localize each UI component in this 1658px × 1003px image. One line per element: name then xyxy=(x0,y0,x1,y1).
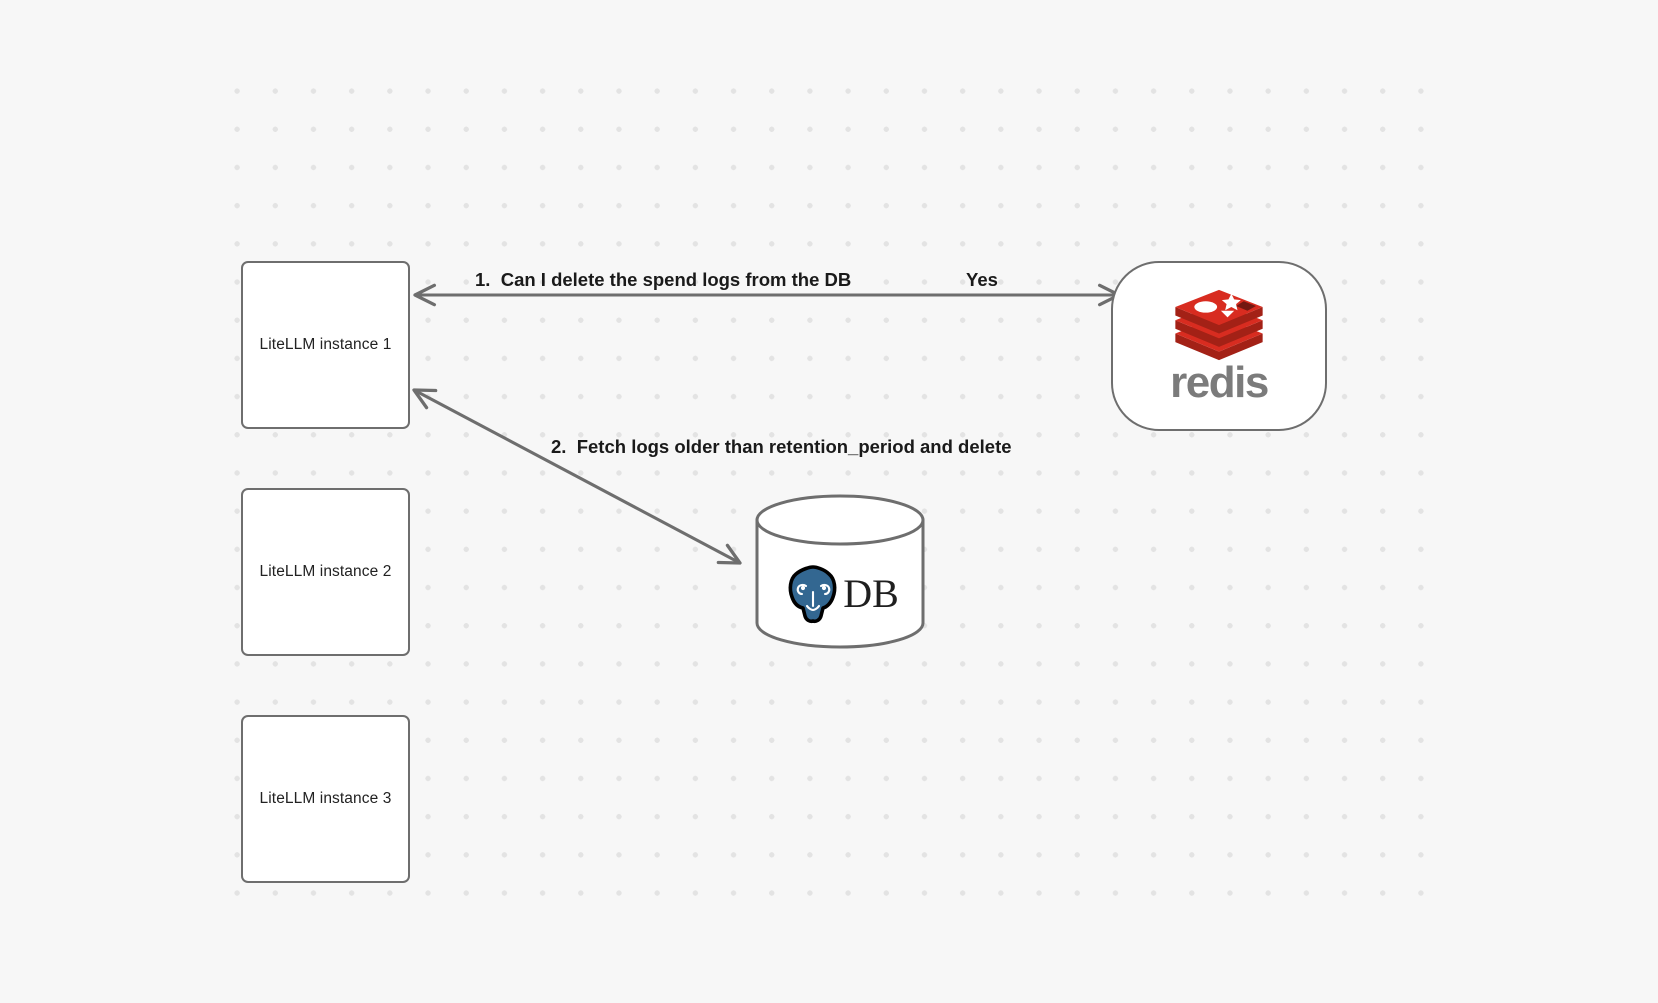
node-litellm-instance-1[interactable]: LiteLLM instance 1 xyxy=(241,261,410,429)
node-redis[interactable]: redis xyxy=(1111,261,1327,431)
redis-logo-icon xyxy=(1175,290,1263,361)
edge-instance1-db xyxy=(412,388,742,565)
node-litellm-instance-2[interactable]: LiteLLM instance 2 xyxy=(241,488,410,656)
node-label-instance-1: LiteLLM instance 1 xyxy=(259,336,392,353)
postgresql-elephant-icon xyxy=(788,564,837,623)
cylinder-shape-icon xyxy=(755,494,925,649)
node-label-instance-2: LiteLLM instance 2 xyxy=(259,563,392,580)
node-litellm-instance-3[interactable]: LiteLLM instance 3 xyxy=(241,715,410,883)
db-label: DB xyxy=(843,571,899,616)
redis-wordmark: redis xyxy=(1170,358,1269,408)
edge-label-1: 1. Can I delete the spend logs from the … xyxy=(475,269,852,290)
edge-label-2: 2. Fetch logs older than retention_perio… xyxy=(551,436,1012,457)
db-content: DB xyxy=(754,494,926,649)
edge-label-1-answer: Yes xyxy=(966,269,998,290)
node-db[interactable]: DB xyxy=(754,494,926,649)
node-label-instance-3: LiteLLM instance 3 xyxy=(259,790,392,807)
